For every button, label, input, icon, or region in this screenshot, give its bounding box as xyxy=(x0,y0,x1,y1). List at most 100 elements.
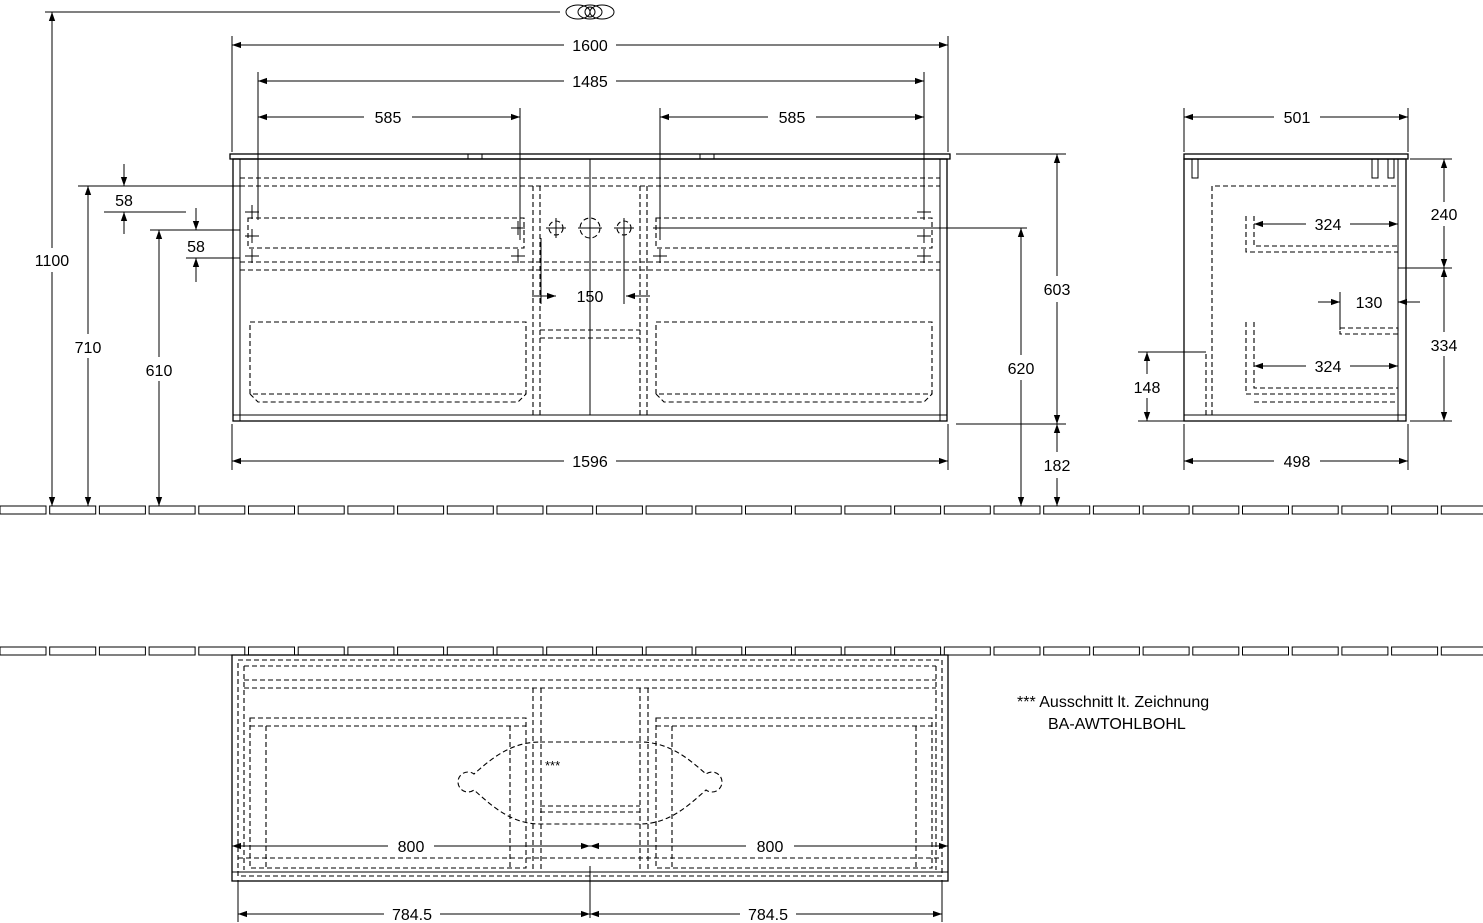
crosshair-marker xyxy=(245,249,259,263)
floor-tile xyxy=(148,505,196,515)
floor-tile xyxy=(794,646,842,656)
cutout-note-line1: *** Ausschnitt lt. Zeichnung xyxy=(1017,694,1210,711)
floor-line-bottom xyxy=(0,646,1483,656)
floor-tile xyxy=(595,646,643,656)
mounting-point-markers xyxy=(245,205,931,263)
dim-lower-section: 334 xyxy=(1431,338,1458,355)
dim-upper-section: 240 xyxy=(1431,207,1458,224)
floor-tile xyxy=(1192,646,1240,656)
floor-tile xyxy=(1341,505,1389,515)
floor-tile xyxy=(1242,646,1289,656)
dim-plan-right-width: 800 xyxy=(757,839,784,856)
floor-tile xyxy=(1142,505,1190,515)
floor-tile xyxy=(695,646,743,656)
floor-tile xyxy=(248,646,295,656)
floor-tile xyxy=(347,505,395,515)
dim-total-height: 1100 xyxy=(35,253,70,270)
floor-tile xyxy=(1043,646,1091,656)
dim-lower-offset: 58 xyxy=(187,239,205,256)
floor-tile xyxy=(1242,505,1289,515)
dim-siphon-offset: 130 xyxy=(1356,295,1383,312)
floor-tile xyxy=(1043,505,1091,515)
floor-tile xyxy=(745,505,792,515)
floor-tile xyxy=(695,505,743,515)
dim-upper-offset: 58 xyxy=(115,193,133,210)
basin-cutout-outline xyxy=(457,741,723,825)
floor-tile xyxy=(1391,505,1439,515)
dim-inner-width: 1485 xyxy=(572,74,608,91)
floor-tile xyxy=(198,505,246,515)
crosshair-marker xyxy=(917,229,931,243)
floor-tile xyxy=(0,505,47,515)
dim-tap-spacing: 150 xyxy=(577,289,604,306)
floor-tile xyxy=(943,646,991,656)
floor-tile xyxy=(794,505,842,515)
crosshair-marker xyxy=(653,249,667,263)
dim-plan-left-width: 800 xyxy=(398,839,425,856)
floor-tile xyxy=(297,505,345,515)
floor-tile xyxy=(595,505,643,515)
floor-tile xyxy=(1092,646,1140,656)
floor-tile xyxy=(49,646,97,656)
floor-tile xyxy=(49,505,97,515)
dim-top-depth: 501 xyxy=(1284,110,1311,127)
dim-left-basin-span: 585 xyxy=(375,110,402,127)
floor-tile xyxy=(496,646,544,656)
dim-plinth-height: 148 xyxy=(1134,380,1161,397)
floor-tile xyxy=(1440,646,1483,656)
floor-tile xyxy=(645,646,693,656)
floor-tile xyxy=(347,646,395,656)
crosshair-marker xyxy=(245,205,259,219)
floor-tile xyxy=(1291,646,1339,656)
dim-bottom-width: 1596 xyxy=(572,454,608,471)
floor-tile xyxy=(1092,505,1140,515)
floor-tile xyxy=(993,505,1041,515)
front-dimensions: 1100 1600 1485 585 585 58 58 xyxy=(35,4,1070,506)
cutout-note-line2: BA-AWTOHLBOHL xyxy=(1048,716,1186,733)
floor-tile xyxy=(993,646,1041,656)
dim-plan-right-half: 784.5 xyxy=(748,907,788,923)
dim-lower-drawer-depth: 324 xyxy=(1315,359,1342,376)
dim-overall-width: 1600 xyxy=(572,38,608,55)
floor-tile xyxy=(894,646,942,656)
floor-tile xyxy=(397,646,445,656)
side-view xyxy=(1183,153,1409,422)
floor-tile xyxy=(745,646,792,656)
drain-symbol xyxy=(565,4,615,20)
floor-tile xyxy=(248,505,295,515)
floor-tile xyxy=(1341,646,1389,656)
plan-view: *** xyxy=(231,654,949,882)
floor-tile xyxy=(943,505,991,515)
floor-tile xyxy=(1142,646,1190,656)
floor-tile xyxy=(645,505,693,515)
floor-tile xyxy=(894,505,942,515)
dim-plan-left-half: 784.5 xyxy=(392,907,432,923)
crosshair-marker xyxy=(511,249,525,263)
front-view xyxy=(229,153,1027,422)
dim-height-610: 610 xyxy=(146,363,173,380)
crosshair-marker xyxy=(511,221,525,235)
floor-tile xyxy=(1291,505,1339,515)
floor-tile xyxy=(446,505,494,515)
cutout-marker: *** xyxy=(545,758,560,773)
floor-tile xyxy=(98,505,146,515)
floor-line-top xyxy=(0,505,1483,515)
floor-tile xyxy=(198,646,246,656)
dim-height-710: 710 xyxy=(75,340,102,357)
crosshair-marker xyxy=(245,229,259,243)
floor-tile xyxy=(546,646,594,656)
floor-tile xyxy=(446,646,494,656)
floor-tile xyxy=(297,646,345,656)
floor-tile xyxy=(1391,646,1439,656)
crosshair-marker xyxy=(917,249,931,263)
dim-mount-height: 620 xyxy=(1008,361,1035,378)
tap-hole-markers xyxy=(546,216,634,240)
floor-tile xyxy=(98,646,146,656)
floor-tile xyxy=(1192,505,1240,515)
floor-tile xyxy=(844,646,892,656)
floor-tile xyxy=(546,505,594,515)
dim-right-basin-span: 585 xyxy=(779,110,806,127)
dim-upper-drawer-depth: 324 xyxy=(1315,217,1342,234)
floor-tile xyxy=(496,505,544,515)
